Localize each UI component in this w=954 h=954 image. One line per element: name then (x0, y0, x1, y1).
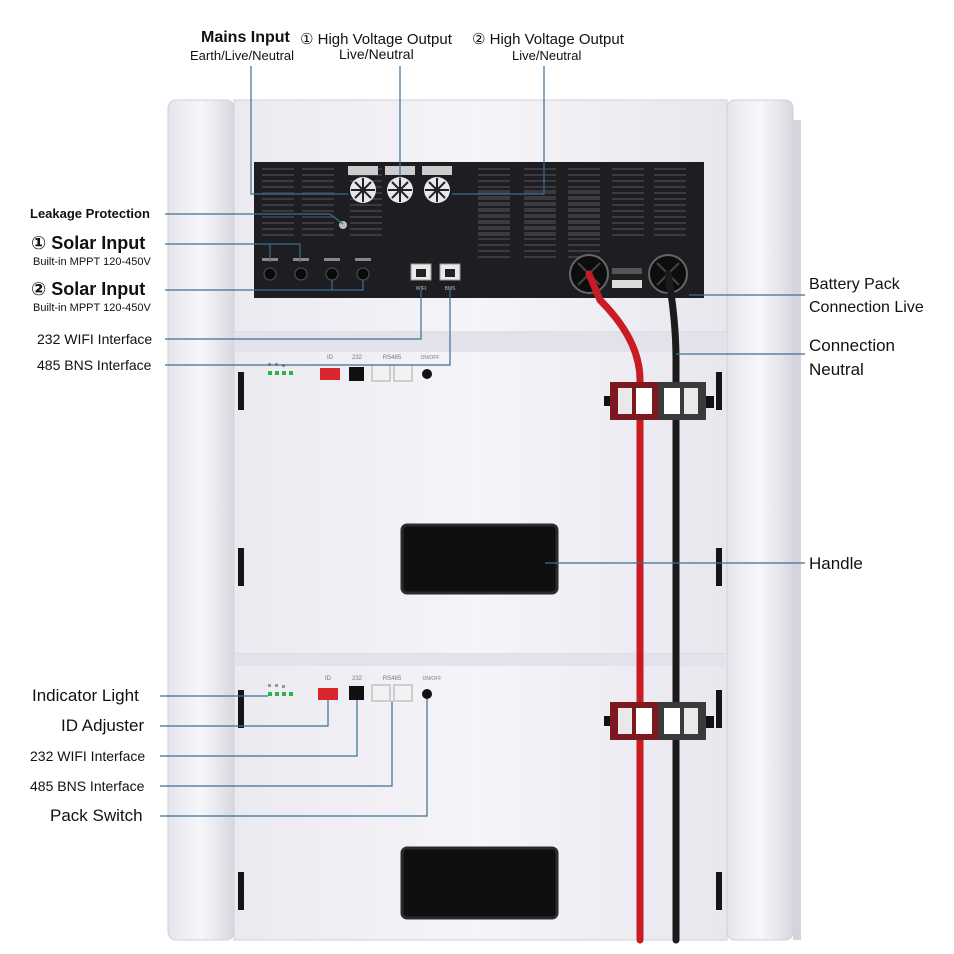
label-hv-output-2-sub: Live/Neutral (512, 48, 582, 63)
pv-port[interactable] (356, 267, 370, 281)
leader-solar1 (165, 243, 301, 262)
busbar-terminal-upper[interactable] (604, 382, 714, 420)
handle-upper (400, 523, 559, 595)
bms-port-label: BMS (445, 286, 457, 292)
leader-bns-lower (160, 701, 393, 787)
label-485-bns-lower: 485 BNS Interface (30, 778, 145, 794)
leader-leakage (165, 213, 344, 225)
leader-mains (250, 66, 348, 195)
leader-pack-switch (160, 699, 428, 817)
label-id-adjuster: ID Adjuster (61, 716, 145, 735)
label-solar-input-2: ② Solar Input (31, 279, 146, 299)
label-mains-input: Mains Input (201, 29, 290, 46)
red-cable (585, 270, 644, 944)
rs232-port[interactable] (349, 367, 364, 381)
side-slot (716, 872, 722, 910)
rs232-port[interactable] (349, 686, 364, 700)
id-adjuster[interactable] (320, 368, 340, 380)
label-pack-switch: Pack Switch (50, 806, 143, 825)
side-pillar-left (167, 99, 235, 941)
vent-grille (262, 168, 686, 258)
indicator-lights (268, 692, 293, 696)
label-hv-output-2: ② High Voltage Output (472, 31, 624, 48)
label-hv-output-1: ① High Voltage Output (300, 31, 452, 48)
onoff-text: ON/OFF (423, 676, 442, 682)
label-232-wifi-upper: 232 WIFI Interface (37, 331, 153, 347)
cables (585, 270, 680, 944)
black-cable (664, 270, 680, 944)
label-solar-input-1-sub: Built-in MPPT 120-450V (33, 256, 151, 268)
label-solar-input-2-sub: Built-in MPPT 120-450V (33, 302, 151, 314)
leader-wifi-lower (160, 700, 358, 757)
side-slot (716, 372, 722, 410)
label-connection-live: Connection Live (809, 299, 924, 316)
rs232-text: 232 (352, 676, 363, 682)
side-slot (238, 872, 244, 910)
leader-bns-upper (165, 290, 451, 366)
wifi-port-label: WIFI (416, 286, 427, 292)
pack-switch[interactable] (422, 689, 432, 699)
battery-pack-1 (233, 331, 728, 655)
rs485-text: RS485 (383, 355, 402, 361)
label-232-wifi-lower: 232 WIFI Interface (30, 748, 146, 764)
leader-hv2 (452, 66, 545, 195)
rs232-text: 232 (352, 355, 363, 361)
side-slot (238, 548, 244, 586)
pv-port[interactable] (294, 267, 308, 281)
id-adjuster[interactable] (318, 688, 338, 700)
side-slot (238, 690, 244, 728)
rs485-port[interactable] (393, 684, 413, 702)
pv-port[interactable] (263, 267, 277, 281)
id-text: ID (327, 355, 334, 361)
side-pillar-right (726, 99, 794, 941)
label-485-bns-upper: 485 BNS Interface (37, 357, 152, 373)
label-connection: Connection (809, 336, 896, 355)
label-solar-input-1: ① Solar Input (31, 233, 146, 253)
pack1-controls: ID 232 RS485 ON/OFF (268, 355, 440, 382)
label-hv-output-1-sub: Live/Neutral (339, 46, 414, 62)
label-handle: Handle (809, 554, 863, 573)
inverter-panel: WIFI BMS (254, 162, 704, 298)
rs485-port[interactable] (371, 364, 391, 382)
onoff-text: ON/OFF (421, 355, 440, 361)
leader-id (160, 700, 329, 727)
pack2-controls: ID 232 RS485 ON/OFF (268, 676, 442, 702)
handle-lower (400, 846, 559, 920)
side-slot (238, 372, 244, 410)
leader-lines (160, 66, 805, 817)
ac-terminal (422, 166, 452, 203)
label-neutral: Neutral (809, 360, 864, 379)
rs485-port[interactable] (371, 684, 391, 702)
label-battery-pack: Battery Pack (809, 276, 900, 293)
indicator-lights (268, 371, 293, 375)
rs485-port[interactable] (393, 364, 413, 382)
rs485-text: RS485 (383, 676, 402, 682)
label-mains-sub: Earth/Live/Neutral (190, 48, 295, 63)
pv-port[interactable] (325, 267, 339, 281)
id-text: ID (325, 676, 332, 682)
side-slot (716, 690, 722, 728)
leader-wifi-upper (165, 290, 422, 340)
right-edge-strip (793, 120, 801, 940)
label-indicator-light: Indicator Light (32, 686, 139, 705)
busbar-terminal-lower[interactable] (604, 702, 714, 740)
label-leakage-protection: Leakage Protection (30, 206, 150, 221)
ac-terminal (348, 166, 378, 203)
leader-solar2 (165, 280, 364, 291)
side-slot (716, 548, 722, 586)
pack-switch[interactable] (422, 369, 432, 379)
